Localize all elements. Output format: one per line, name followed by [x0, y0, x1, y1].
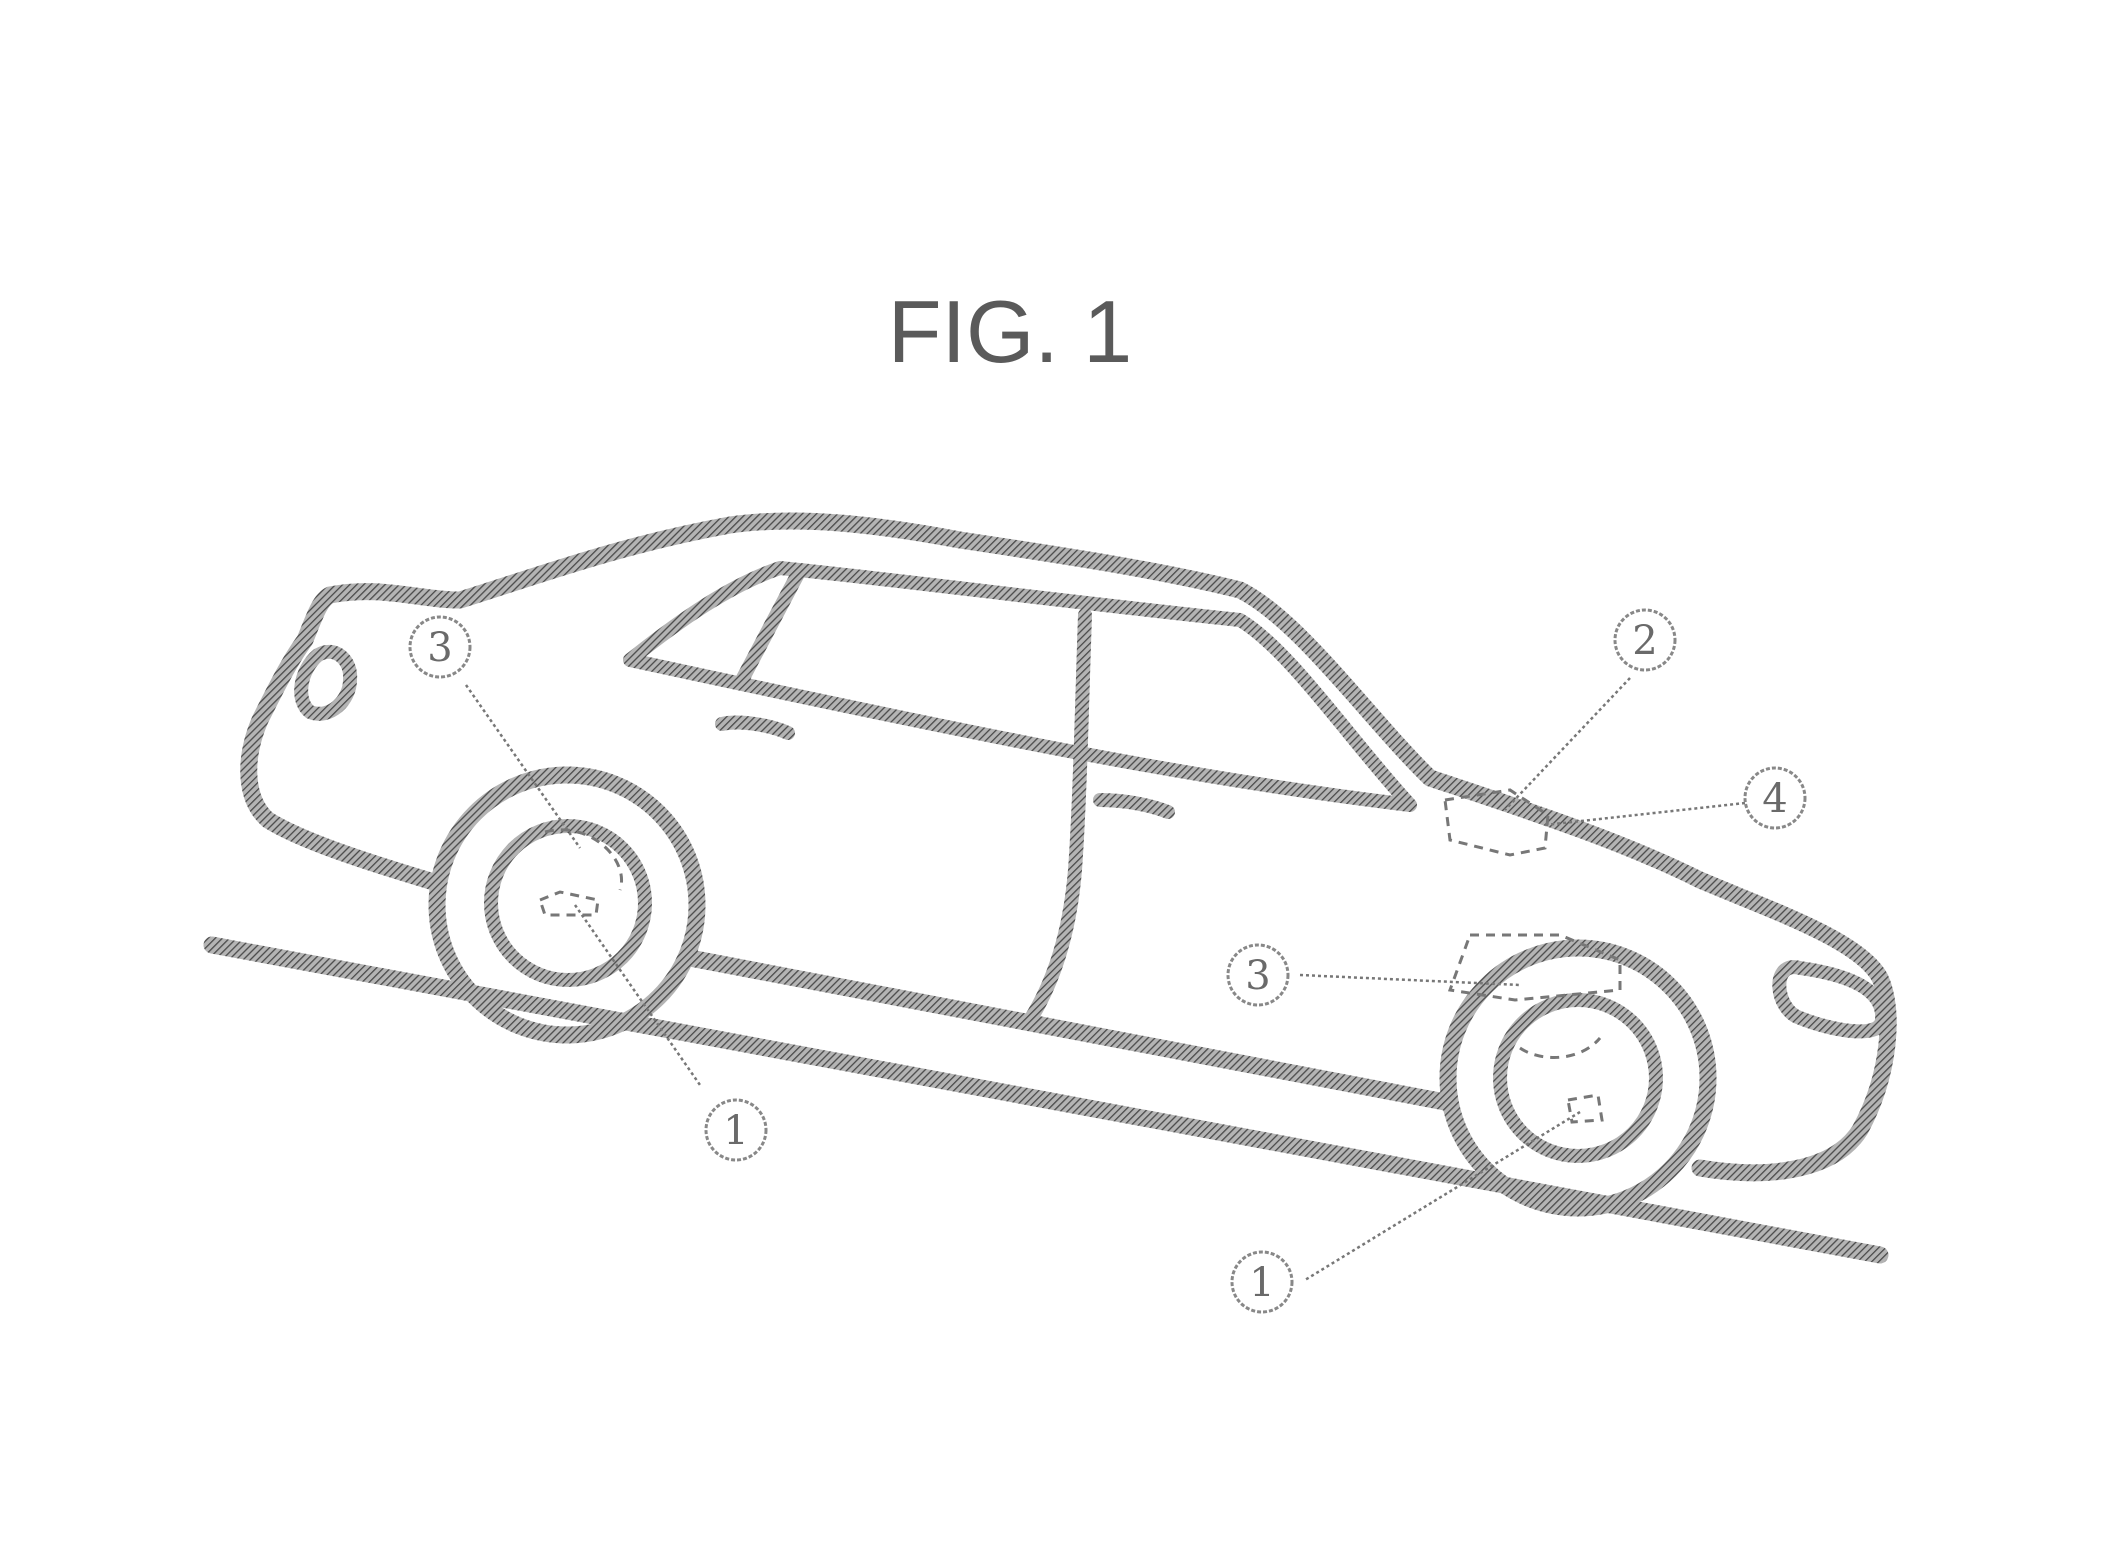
leader-rear-3	[464, 684, 582, 849]
leader-lines	[464, 677, 1746, 1282]
rear-tire	[428, 766, 706, 1044]
reference-number: 3	[1245, 953, 1270, 999]
reference-circle	[1230, 1250, 1294, 1314]
front-wheel	[1439, 933, 1717, 1217]
reference-circle	[408, 615, 472, 679]
reference-number: 2	[1632, 618, 1657, 664]
door-divider	[1023, 608, 1092, 1027]
rear-lamp	[294, 644, 358, 721]
reference-circle	[1226, 943, 1290, 1007]
rear-caliper	[544, 828, 623, 891]
leader-front-3	[1299, 973, 1521, 987]
rear-door-handle	[715, 715, 795, 740]
reference-number: 3	[427, 625, 452, 671]
reference-label-2: 2	[1613, 608, 1677, 672]
leader-2	[1504, 677, 1631, 811]
rocker-line	[681, 949, 1454, 1111]
car-body	[240, 512, 1897, 1182]
reference-circle	[1743, 766, 1807, 830]
leader-rear-1	[573, 904, 702, 1086]
reference-number: 4	[1762, 776, 1787, 822]
front-rim	[1493, 993, 1663, 1163]
reference-label-rear-3: 3	[408, 615, 472, 679]
reference-label-front-1: 1	[1230, 1250, 1294, 1314]
window-frame	[623, 561, 1417, 812]
rear-wheel	[428, 766, 706, 1044]
reference-number: 1	[723, 1108, 748, 1154]
reference-number: 1	[1249, 1260, 1274, 1306]
rear-rim	[484, 819, 652, 987]
car-outline	[240, 512, 1897, 1182]
front-lamp	[1772, 960, 1890, 1039]
reference-circle	[704, 1098, 768, 1162]
reference-circle	[1613, 608, 1677, 672]
reference-label-rear-1: 1	[704, 1098, 768, 1162]
reference-label-4: 4	[1743, 766, 1807, 830]
front-suspension-part	[1447, 933, 1622, 1002]
front-door-handle	[1093, 793, 1175, 819]
dashboard-part	[1443, 788, 1550, 857]
front-tire	[1439, 939, 1717, 1217]
rear-hub-sensor	[538, 890, 600, 917]
figure-title: FIG. 1	[888, 282, 1133, 381]
rear-pillar	[735, 563, 807, 687]
front-caliper	[1519, 1037, 1602, 1059]
front-hub-sensor	[1566, 1093, 1604, 1124]
reference-label-front-3: 3	[1226, 943, 1290, 1007]
